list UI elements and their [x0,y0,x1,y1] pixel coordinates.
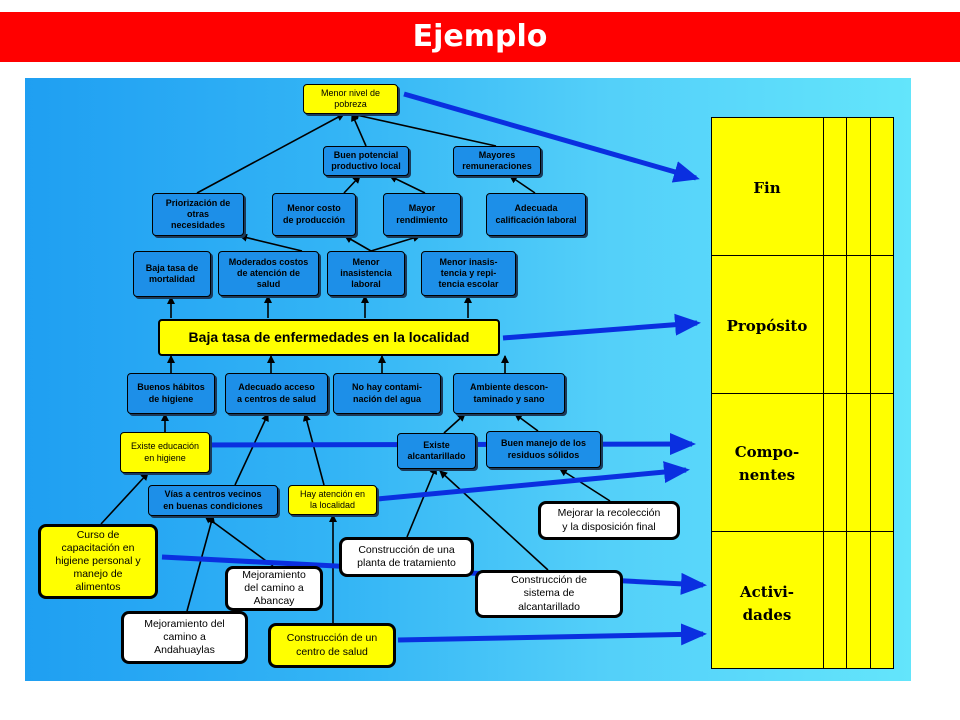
node-camino-andahuaylas: Mejoramiento del camino a Andahuaylas [121,611,248,664]
node-mayor-rendimiento: Mayor rendimiento [383,193,461,236]
node-acceso-salud: Adecuado acceso a centros de salud [225,373,328,414]
node-atencion-localidad: Hay atención en la localidad [288,485,377,515]
node-calificacion-laboral: Adecuada calificación laboral [486,193,586,236]
title-bar: Ejemplo [0,12,960,62]
node-educacion-higiene: Existe educación en higiene [120,432,210,473]
node-inasistencia-laboral: Menor inasistencia laboral [327,251,405,296]
matrix-row-actividades: Activi- dades [739,583,795,625]
slide-title: Ejemplo [412,19,548,54]
node-residuos-solidos: Buen manejo de los residuos sólidos [486,431,601,468]
node-repitencia-escolar: Menor inasis- tencia y repi- tencia esco… [421,251,516,296]
tree-connectors [100,111,611,623]
node-curso-capacitacion: Curso de capacitación en higiene persona… [38,524,158,599]
node-contaminacion-agua: No hay contami- nación del agua [333,373,441,414]
node-sistema-alcantarillado: Construcción de sistema de alcantarillad… [475,570,623,618]
node-proposito-central: Baja tasa de enfermedades en la localida… [158,319,500,356]
node-costos-salud: Moderados costos de atención de salud [218,251,319,296]
logframe-matrix: Fin Propósito Compo- nentes Activi- dade… [711,117,894,669]
node-menor-pobreza: Menor nivel de pobreza [303,84,398,114]
matrix-row-fin: Fin [753,179,781,197]
node-vias-centros: Vías a centros vecinos en buenas condici… [148,485,278,516]
node-remuneraciones: Mayores remuneraciones [453,146,541,176]
matrix-row-divider [711,393,894,394]
matrix-row-componentes: Compo- nentes [734,443,800,485]
node-camino-abancay: Mejoramiento del camino a Abancay [225,566,323,611]
node-centro-salud: Construcción de un centro de salud [268,623,396,668]
matrix-row-divider [711,531,894,532]
node-mortalidad: Baja tasa de mortalidad [133,251,211,297]
matrix-row-proposito: Propósito [726,317,808,335]
node-recoleccion: Mejorar la recolección y la disposición … [538,501,680,540]
node-productivo-local: Buen potencial productivo local [323,146,409,176]
node-planta-tratamiento: Construcción de una planta de tratamient… [339,537,474,577]
node-habitos-higiene: Buenos hábitos de higiene [127,373,215,414]
node-priorizacion: Priorización de otras necesidades [152,193,244,236]
node-ambiente-sano: Ambiente descon- taminado y sano [453,373,565,414]
node-menor-costo: Menor costo de producción [272,193,356,236]
matrix-row-divider [711,255,894,256]
node-alcantarillado: Existe alcantarillado [397,433,476,469]
